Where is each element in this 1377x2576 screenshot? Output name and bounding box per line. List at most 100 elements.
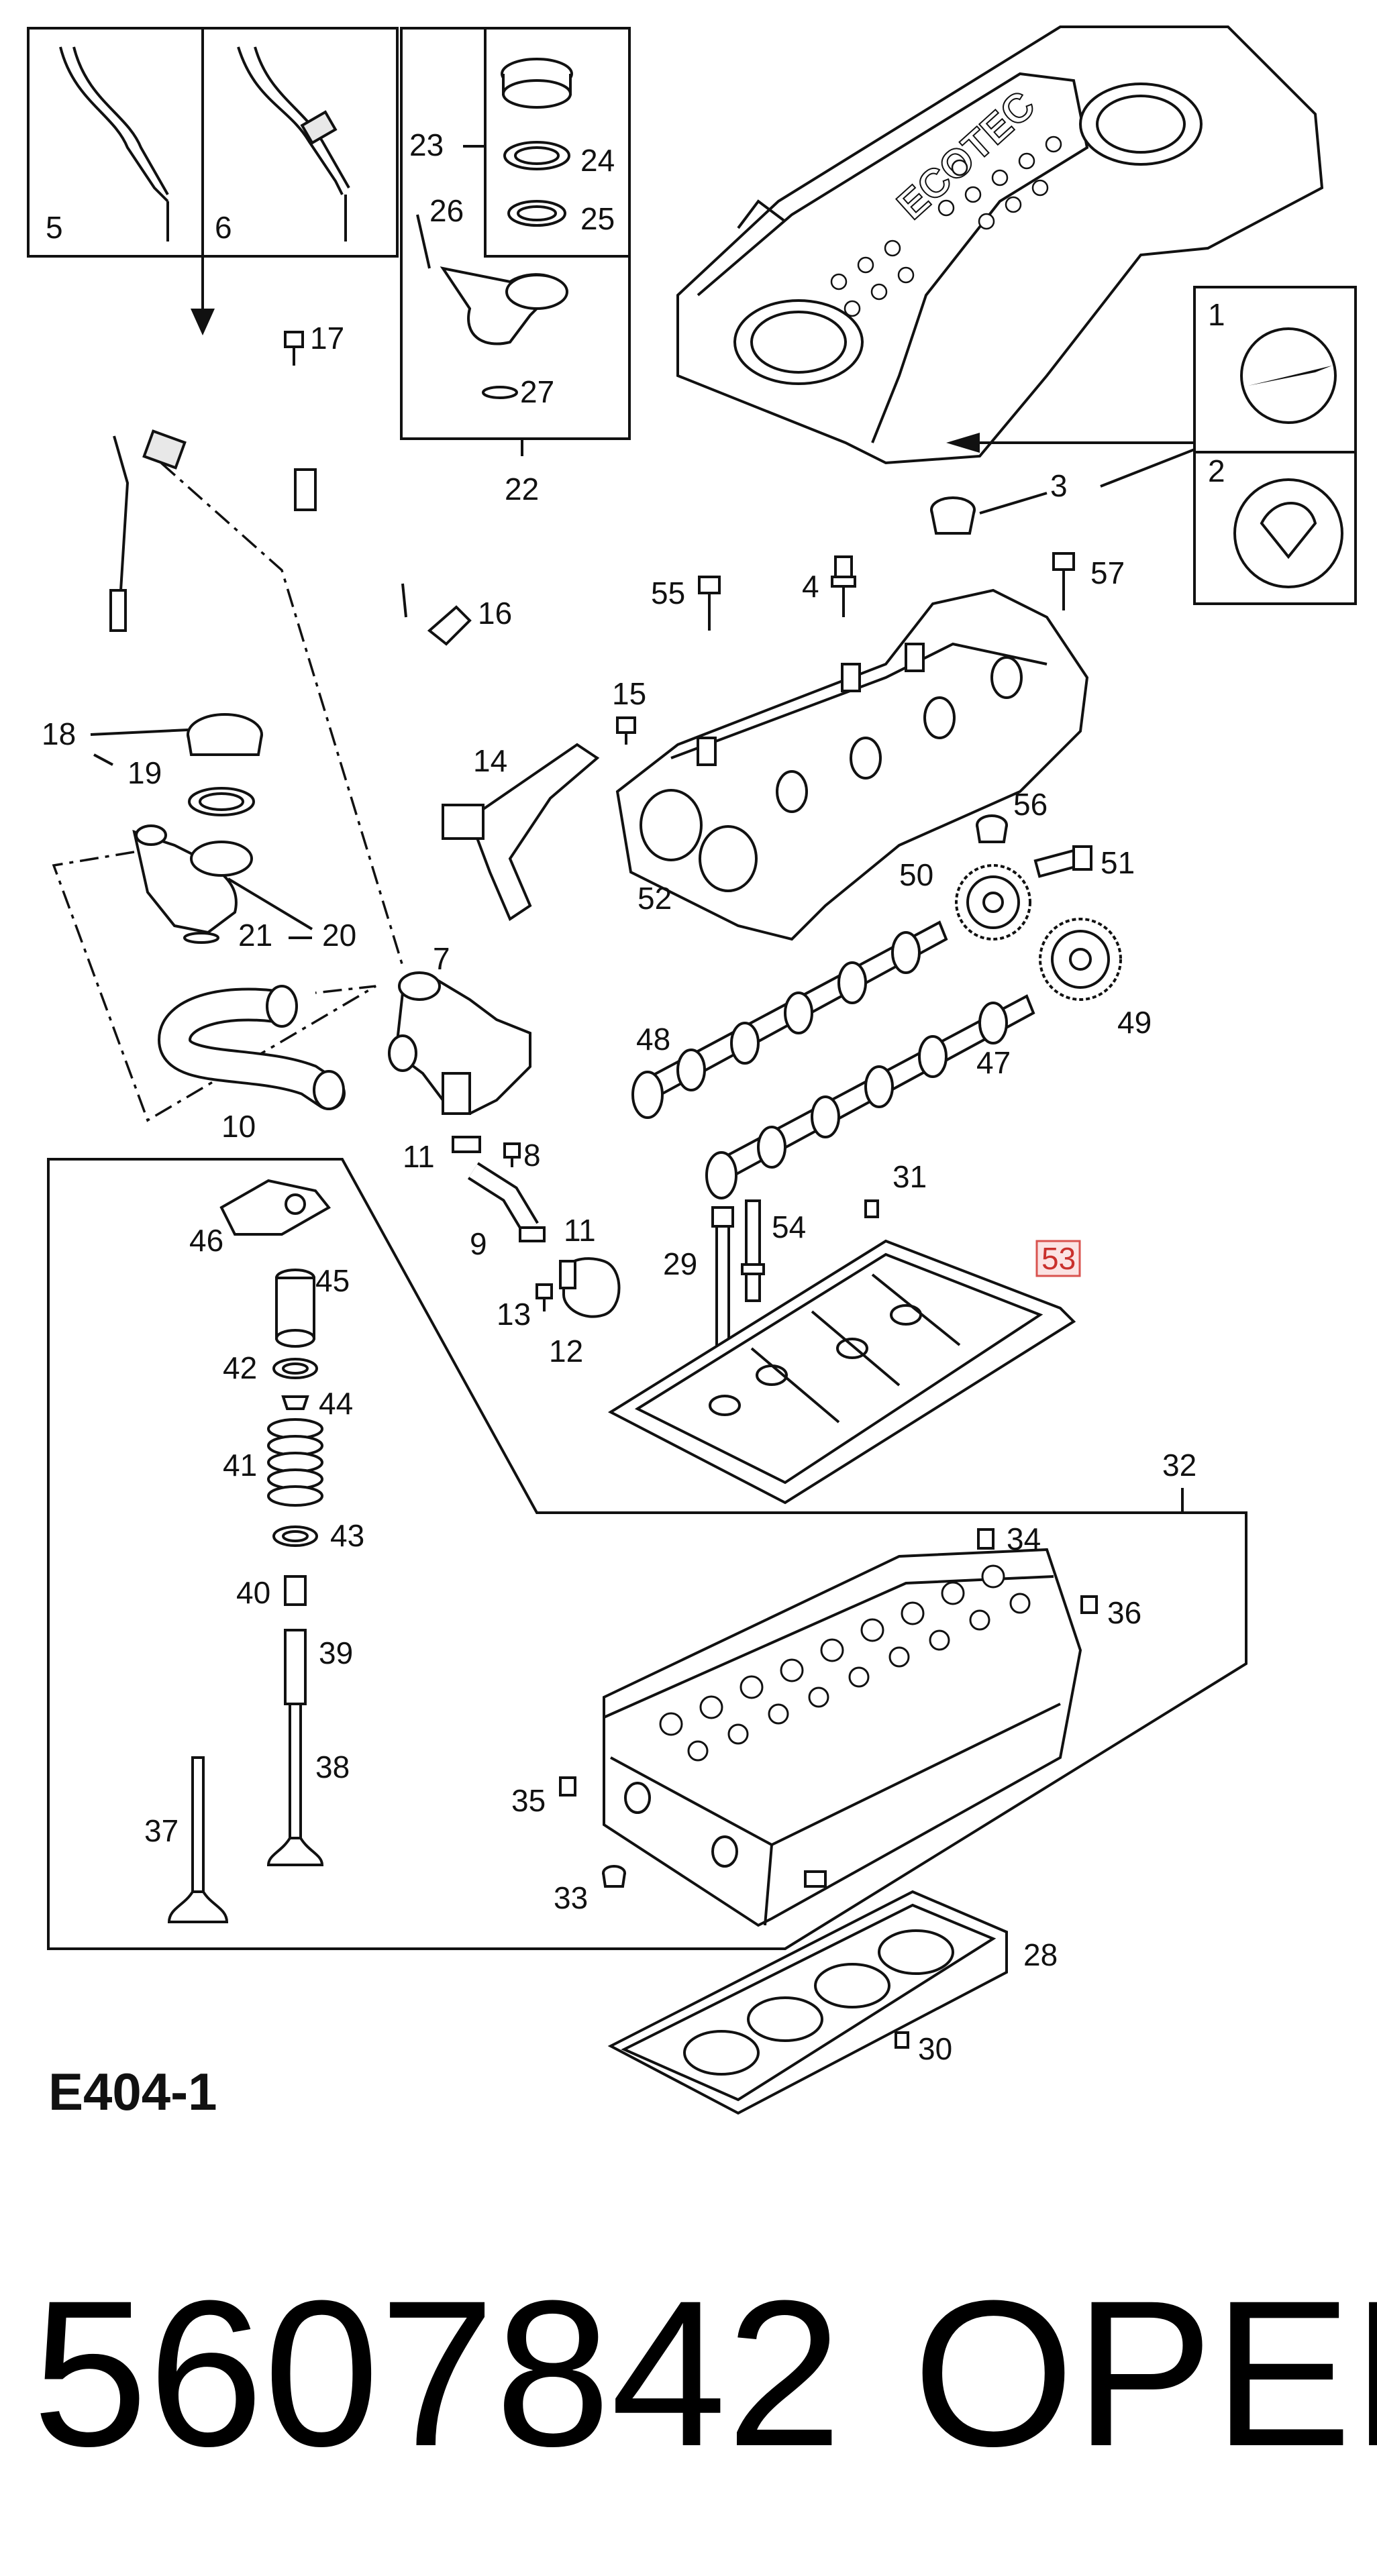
callout-27: 27 xyxy=(520,374,554,409)
inset-oil-filler xyxy=(400,27,631,440)
camshaft-housing xyxy=(615,588,1089,941)
logo-inset xyxy=(1193,286,1357,605)
cam-gear-50 xyxy=(955,864,1031,941)
bolt-17 xyxy=(284,331,304,366)
callout-32: 32 xyxy=(1162,1448,1196,1483)
stem-seal-40 xyxy=(284,1575,307,1606)
stud-54 xyxy=(741,1199,765,1302)
callout-16: 16 xyxy=(478,596,512,631)
bolt-13 xyxy=(536,1283,553,1311)
assembly-outline xyxy=(52,851,376,1122)
bolt-51 xyxy=(1033,845,1092,878)
callout-25: 25 xyxy=(580,201,615,236)
cylinder-head xyxy=(603,1548,1082,1927)
keeper-44 xyxy=(281,1395,309,1410)
callout-51: 51 xyxy=(1101,845,1135,880)
callout-48: 48 xyxy=(636,1022,670,1057)
valve-spring-41 xyxy=(267,1418,323,1507)
highlight-box-53 xyxy=(1035,1240,1081,1277)
callout-50: 50 xyxy=(899,857,933,892)
callout-6: 6 xyxy=(215,210,232,245)
guide-39 xyxy=(284,1629,307,1705)
valvetrain-box xyxy=(47,1158,1247,1950)
callout-53: 53 xyxy=(1041,1241,1076,1276)
seat-42 xyxy=(272,1358,318,1379)
lifter-45 xyxy=(275,1269,315,1348)
bolt-57 xyxy=(1052,552,1075,610)
plug-34 xyxy=(977,1528,994,1550)
callout-31: 31 xyxy=(892,1159,927,1194)
dowel-30 xyxy=(895,2031,909,2049)
callout-56: 56 xyxy=(1013,787,1048,822)
head-gasket-28 xyxy=(607,1890,1008,2115)
callout-26: 26 xyxy=(429,193,464,228)
callout-14: 14 xyxy=(473,743,507,778)
callout-54: 54 xyxy=(772,1210,806,1244)
assembly-line xyxy=(160,462,404,967)
seal-19 xyxy=(188,787,255,816)
valve-37 xyxy=(167,1756,229,1923)
hose-10 xyxy=(157,985,346,1110)
callout-17: 17 xyxy=(310,321,344,356)
callout-57: 57 xyxy=(1090,555,1125,590)
callout-13: 13 xyxy=(497,1297,531,1332)
callout-18: 18 xyxy=(42,716,76,751)
bolt-8 xyxy=(503,1142,521,1167)
callout-11b: 11 xyxy=(564,1213,596,1248)
callout-49: 49 xyxy=(1117,1005,1152,1040)
callout-45: 45 xyxy=(315,1263,350,1298)
seal-43 xyxy=(272,1525,318,1547)
leader-3 xyxy=(979,492,1048,515)
callout-28: 28 xyxy=(1023,1937,1058,1972)
leader-19a xyxy=(93,753,113,766)
cam-gear-49 xyxy=(1039,918,1122,1001)
callout-38: 38 xyxy=(315,1750,350,1784)
callout-29: 29 xyxy=(663,1246,697,1281)
cam-cover-gasket-53 xyxy=(607,1239,1076,1505)
brand-name: OPEL xyxy=(913,2257,1377,2489)
callout-7: 7 xyxy=(433,941,450,976)
callout-44: 44 xyxy=(319,1386,353,1421)
callout-46: 46 xyxy=(189,1223,223,1258)
callout-15: 15 xyxy=(612,676,646,711)
plug-35 xyxy=(559,1776,576,1796)
callout-55: 55 xyxy=(651,576,685,610)
part-number: 5607842 xyxy=(32,2257,842,2489)
callout-22: 22 xyxy=(505,472,539,506)
callout-10: 10 xyxy=(221,1109,256,1144)
bolt-55 xyxy=(698,576,721,631)
callout-20: 20 xyxy=(322,918,356,953)
callout-21: 21 xyxy=(238,918,272,953)
leader-3b xyxy=(1100,448,1195,488)
plug-33 xyxy=(602,1865,626,1888)
plug-36 xyxy=(1080,1595,1098,1614)
stud-4 xyxy=(831,555,856,617)
clip-21 xyxy=(183,932,219,944)
callout-43: 43 xyxy=(330,1518,364,1553)
inset-hoses-5-6 xyxy=(27,27,399,258)
callout-52: 52 xyxy=(638,881,672,916)
callout-24: 24 xyxy=(580,143,615,178)
callout-9: 9 xyxy=(470,1226,487,1261)
callout-30: 30 xyxy=(918,2031,952,2066)
callout-39: 39 xyxy=(319,1635,353,1670)
flange-12 xyxy=(559,1257,621,1318)
expansion-tank-neck-20 xyxy=(132,824,253,934)
callout-40: 40 xyxy=(236,1575,270,1610)
callout-34: 34 xyxy=(1007,1521,1041,1556)
clip-16 xyxy=(427,605,472,646)
engine-cover: ECOTEC xyxy=(676,25,1324,465)
callout-19: 19 xyxy=(128,755,162,790)
camshaft-47 xyxy=(705,994,1035,1199)
callout-8: 8 xyxy=(523,1138,541,1173)
callout-4: 4 xyxy=(802,569,819,604)
callout-42: 42 xyxy=(223,1350,257,1385)
pipe-9 xyxy=(467,1162,539,1233)
callout-35: 35 xyxy=(511,1783,546,1818)
callout-37: 37 xyxy=(144,1813,178,1848)
callout-12: 12 xyxy=(549,1334,583,1368)
callout-36: 36 xyxy=(1107,1595,1141,1630)
callout-47: 47 xyxy=(976,1045,1011,1080)
bolt-29 xyxy=(711,1206,734,1348)
